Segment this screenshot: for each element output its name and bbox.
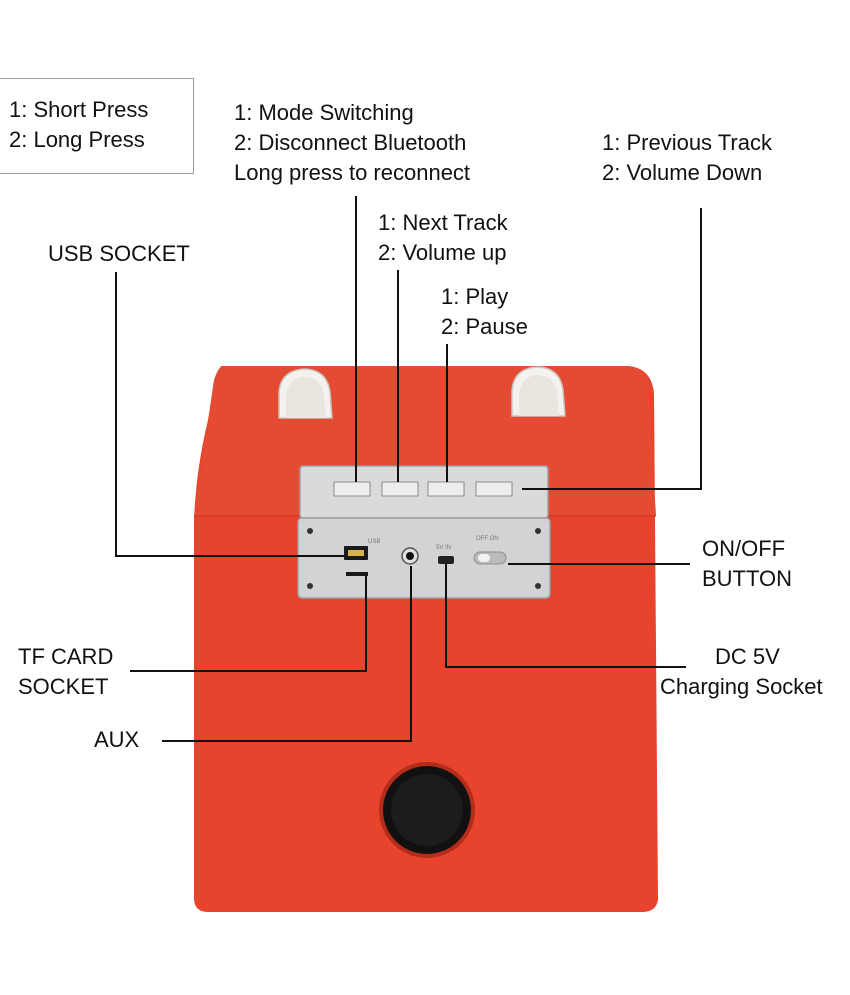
leader-lines [115, 196, 702, 742]
label-dc-line2: Charging Socket [660, 674, 823, 699]
leader-prev [522, 208, 702, 490]
left-handle [278, 368, 333, 419]
label-next-line1: 1: Next Track [378, 210, 508, 235]
label-usb-socket: USB SOCKET [48, 241, 190, 266]
label-prev-line1: 1: Previous Track [602, 130, 772, 155]
label-onoff-line2: BUTTON [702, 566, 793, 591]
leader-dc [445, 564, 686, 668]
tf-card-slot [346, 572, 368, 576]
leader-aux [162, 566, 412, 742]
dc-port [438, 556, 454, 564]
label-mode-line3: Long press to reconnect [234, 160, 471, 185]
legend-short-press: 1: Short Press [9, 97, 149, 122]
leader-tfcard [130, 574, 367, 672]
right-handle [511, 366, 566, 417]
switch-text: OFF ON [476, 536, 499, 542]
leader-usb [115, 272, 344, 557]
dc-port-text: 5V IN [436, 545, 451, 551]
label-mode-line1: 1: Mode Switching [234, 100, 414, 125]
label-next-line2: 2: Volume up [378, 240, 507, 265]
play-button [427, 481, 465, 497]
label-play-line1: 1: Play [441, 284, 509, 309]
label-dc-line1: DC 5V [715, 644, 780, 669]
label-prev-line2: 2: Volume Down [602, 160, 763, 185]
label-tfcard-line1: TF CARD [18, 644, 114, 669]
port-panel [297, 517, 551, 599]
label-play-line2: 2: Pause [441, 314, 528, 339]
usb-port-text: USB [368, 539, 380, 545]
prev-button [475, 481, 513, 497]
label-onoff-line1: ON/OFF [702, 536, 786, 561]
next-button [381, 481, 419, 497]
mode-button [333, 481, 371, 497]
label-mode-line2: 2: Disconnect Bluetooth [234, 130, 467, 155]
legend-box: 1: Short Press 2: Long Press [0, 78, 194, 174]
legend-long-press: 2: Long Press [9, 127, 145, 152]
label-tfcard-line2: SOCKET [18, 674, 109, 699]
label-aux: AUX [94, 727, 140, 752]
